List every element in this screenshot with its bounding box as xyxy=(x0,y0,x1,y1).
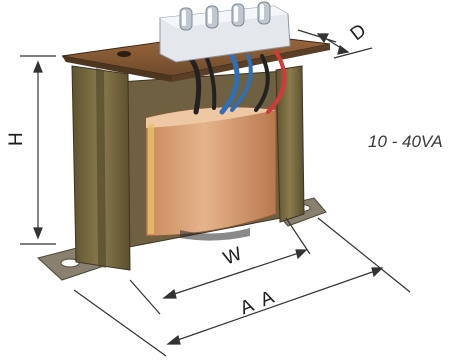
terminal-block xyxy=(159,1,291,63)
dimension-lines xyxy=(20,29,411,357)
height-dimension-label: H xyxy=(6,132,27,146)
rating-label: 10 - 40VA xyxy=(368,132,443,151)
coil xyxy=(145,106,277,241)
right-frame xyxy=(275,65,305,223)
mounting-hole xyxy=(117,51,131,57)
